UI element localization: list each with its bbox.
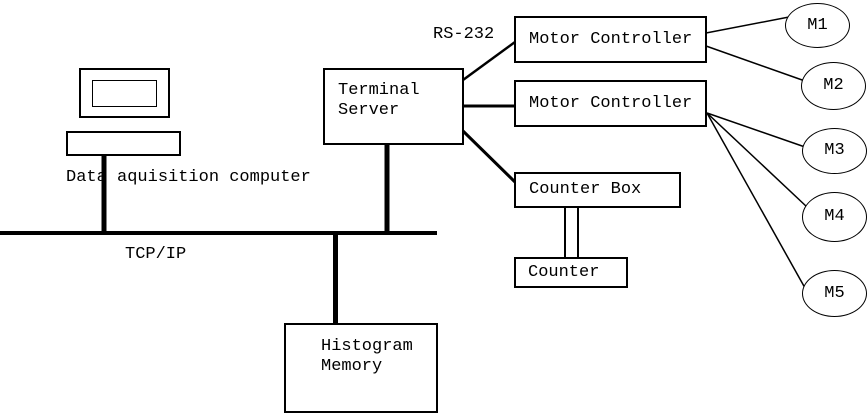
motor-node-m2: M2 — [801, 62, 866, 110]
wire-terminal-server-to-motor-controller-top — [462, 40, 516, 82]
terminal-server-label-line2: Server — [338, 101, 400, 120]
rs-232-label: RS-232 — [433, 25, 495, 44]
histogram-memory-box: Histogram Memory — [284, 323, 438, 413]
motor-controller-bottom-box: Motor Controller — [514, 80, 707, 127]
wire-terminal-server-to-counter-box — [461, 129, 518, 185]
terminal-server-box: Terminal Server — [323, 68, 464, 145]
motor-node-m5: M5 — [802, 270, 867, 317]
histogram-memory-label-line2: Memory — [321, 357, 383, 376]
motor-controller-top-label: Motor Controller — [529, 29, 693, 49]
motor-node-m4: M4 — [802, 192, 867, 242]
counter-node-box: Counter — [514, 257, 628, 288]
wire-motor-controller-top-to-m2 — [705, 45, 806, 82]
histogram-memory-label-line1: Histogram — [321, 337, 413, 356]
wire-motor-controller-bottom-to-m4 — [706, 112, 808, 208]
motor-label-m3: M3 — [824, 141, 845, 160]
motor-label-m2: M2 — [823, 76, 844, 95]
motor-controller-bottom-label: Motor Controller — [529, 93, 693, 113]
motor-node-m1: M1 — [785, 3, 850, 48]
wire-motor-controller-top-to-m1 — [705, 16, 790, 34]
counter-box-label: Counter Box — [529, 180, 642, 199]
motor-controller-top-box: Motor Controller — [514, 16, 707, 63]
keyboard-icon — [66, 131, 181, 156]
motor-node-m3: M3 — [802, 128, 867, 174]
tcp-ip-label: TCP/IP — [125, 245, 187, 264]
motor-label-m1: M1 — [807, 15, 828, 35]
counter-label: Counter — [528, 262, 600, 282]
wire-motor-controller-bottom-to-m3 — [706, 112, 806, 148]
monitor-screen-icon — [92, 80, 157, 107]
motor-label-m5: M5 — [824, 283, 845, 303]
data-acquisition-computer-label: Data aquisition computer — [66, 168, 311, 187]
motor-label-m4: M4 — [824, 207, 845, 226]
wire-motor-controller-bottom-to-m5 — [706, 112, 806, 289]
terminal-server-label-line1: Terminal — [338, 81, 420, 100]
counter-box-box: Counter Box — [514, 172, 681, 208]
